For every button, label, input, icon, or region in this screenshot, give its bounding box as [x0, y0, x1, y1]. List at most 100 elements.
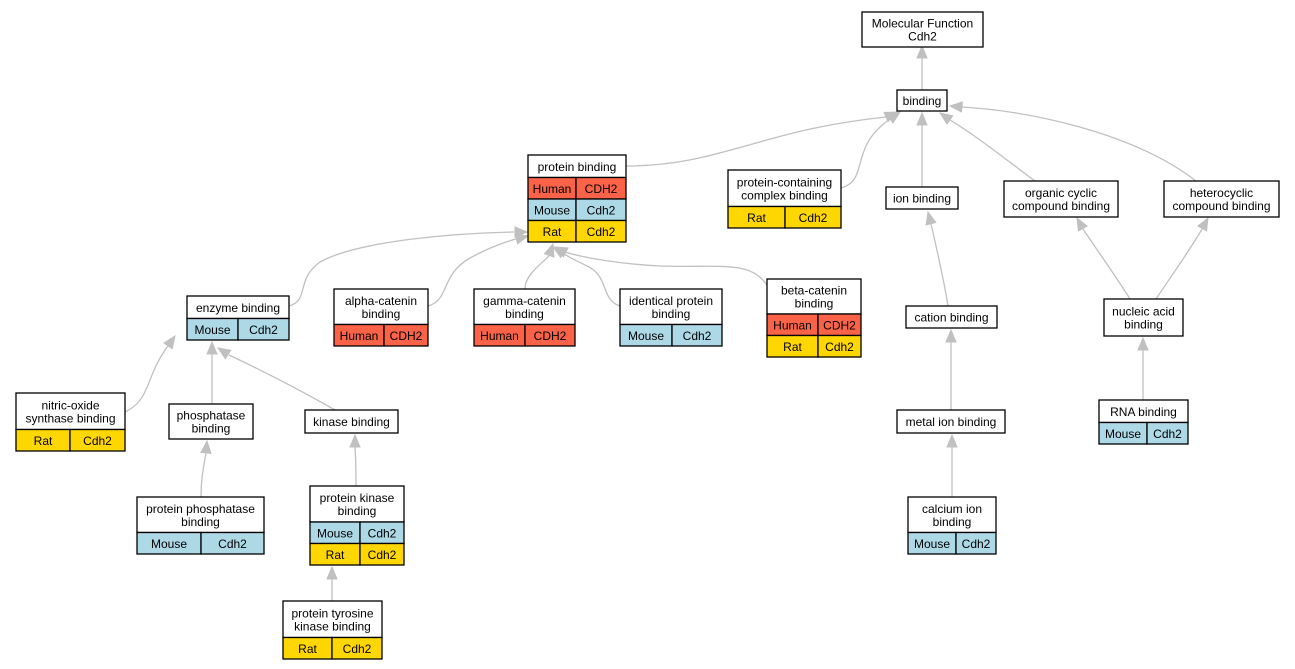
- edge-arrowhead: [948, 101, 963, 113]
- gene-cell: [524, 323, 576, 347]
- edge-phosphatase-binding-to-enzyme-binding: [206, 340, 218, 404]
- edge-arrowhead: [543, 242, 555, 258]
- gene-cell: [575, 219, 627, 243]
- node-title-box: [15, 392, 126, 431]
- edge-arrowhead: [886, 111, 902, 124]
- node-title-box: [905, 305, 998, 329]
- edge-arrowhead: [1137, 336, 1149, 351]
- gene-label: Cdh2: [83, 434, 112, 448]
- gene-label: Cdh2: [799, 211, 828, 225]
- gene-label: CDH2: [390, 329, 423, 343]
- gene-cell: [671, 323, 723, 347]
- node-ion-binding: ion binding: [885, 186, 959, 210]
- edge-arrowhead: [216, 347, 232, 360]
- node-title-line: alpha-catenin: [345, 294, 417, 308]
- edge-line: [840, 118, 891, 189]
- edge-line: [354, 446, 357, 487]
- node-title-box: [1103, 298, 1184, 337]
- edge-arrowhead: [206, 340, 218, 355]
- edge-line: [200, 452, 207, 498]
- edge-line: [625, 116, 887, 167]
- species-label: Human: [773, 318, 812, 332]
- node-title-line: Molecular Function: [872, 17, 973, 31]
- edge-gamma-catenin-binding-to-protein-binding: [524, 242, 555, 290]
- node-title-line: calcium ion: [922, 502, 982, 516]
- gene-label: Cdh2: [368, 526, 397, 540]
- gene-label: CDH2: [534, 329, 567, 343]
- edge-line: [930, 223, 949, 307]
- species-label: Rat: [543, 225, 562, 239]
- edge-protein-tyrosine-kinase-binding-to-protein-kinase-binding: [326, 565, 338, 601]
- edge-arrowhead: [1076, 216, 1088, 232]
- node-title-box: [896, 89, 948, 112]
- species-label: Mouse: [151, 537, 187, 551]
- edge-line: [949, 119, 1036, 182]
- edge-line: [524, 255, 550, 290]
- node-title-line: protein tyrosine: [291, 606, 373, 620]
- species-label: Rat: [326, 548, 345, 562]
- node-title-box: [282, 600, 383, 639]
- edge-arrowhead: [916, 44, 928, 59]
- node-title-line: Cdh2: [908, 30, 937, 44]
- edge-arrowhead: [553, 246, 569, 258]
- node-title-box: [1163, 180, 1280, 218]
- species-label: Mouse: [1105, 427, 1141, 441]
- edge-organic-cyclic-compound-binding-to-binding: [938, 112, 1036, 182]
- node-title-line: cation binding: [914, 311, 988, 325]
- species-label: Human: [480, 329, 519, 343]
- gene-label: Cdh2: [218, 537, 247, 551]
- node-title-box: [168, 403, 254, 440]
- species-row-human: Human CDH2: [473, 323, 576, 347]
- node-title-box: [907, 496, 997, 534]
- species-label: Mouse: [628, 329, 664, 343]
- edge-rna-binding-to-nucleic-acid-binding: [1137, 336, 1149, 400]
- node-title-line: enzyme binding: [196, 301, 280, 315]
- edge-line: [228, 354, 336, 411]
- gene-cell: [784, 205, 842, 229]
- edge-arrowhead: [916, 111, 928, 126]
- node-title-line: synthase binding: [25, 411, 115, 425]
- edge-arrowhead: [349, 433, 361, 448]
- gene-label: Cdh2: [1153, 427, 1182, 441]
- edge-calcium-ion-binding-to-metal-ion-binding: [946, 433, 958, 497]
- node-title-line: beta-catenin: [781, 284, 847, 298]
- edge-nitric-oxide-synthase-binding-to-enzyme-binding: [124, 334, 176, 413]
- species-label: Human: [533, 182, 572, 196]
- edge-line: [1155, 228, 1203, 300]
- species-row-mouse: Mouse Cdh2: [1098, 421, 1189, 445]
- edge-arrowhead: [938, 112, 954, 125]
- node-title-line: protein kinase: [320, 491, 395, 505]
- node-metal-ion-binding: metal ion binding: [896, 409, 1006, 434]
- edge-arrowhead: [946, 433, 958, 448]
- node-title-line: compound binding: [1172, 199, 1270, 213]
- edge-line: [1082, 228, 1131, 300]
- gene-label: Cdh2: [343, 642, 372, 656]
- edge-arrowhead: [945, 328, 957, 343]
- node-title-box: [861, 11, 984, 48]
- node-title-line: kinase binding: [313, 415, 390, 429]
- edge-nucleic-acid-binding-to-organic-cyclic-compound-binding: [1076, 216, 1131, 300]
- gene-label: Cdh2: [249, 323, 278, 337]
- edge-line: [124, 345, 169, 413]
